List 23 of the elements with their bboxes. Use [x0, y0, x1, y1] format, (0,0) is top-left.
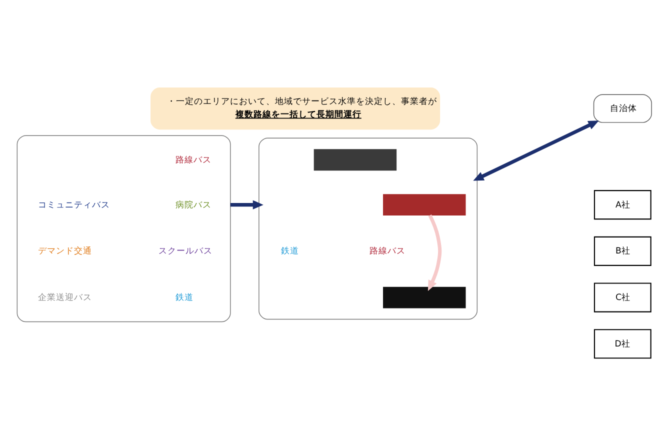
node-text: 病院バス — [175, 200, 212, 210]
node-box: ・一定のエリアにおいて、地域でサービス水準を決定し、事業者が複数路線を一括して長期間運行 — [150, 88, 440, 130]
node-text: コミュニティバス — [38, 200, 110, 210]
node-text: デマンド交通 — [38, 246, 92, 257]
arrow — [230, 200, 264, 210]
node-box — [314, 149, 397, 171]
node-box: B社 — [594, 236, 652, 266]
node-text: 鉄道 — [281, 246, 300, 257]
node-box: D社 — [594, 329, 652, 359]
node-text: 路線バス — [369, 246, 406, 257]
node-box: A社 — [594, 190, 652, 220]
node-box — [383, 194, 466, 216]
node-box: C社 — [594, 282, 652, 312]
cluster — [16, 135, 231, 322]
node-text: 鉄道 — [175, 293, 194, 304]
arrow — [473, 120, 599, 181]
arrow — [428, 214, 442, 291]
node-text: スクールバス — [158, 246, 212, 257]
node-box — [383, 286, 466, 308]
node-text: 路線バス — [175, 155, 212, 166]
cluster — [258, 138, 478, 320]
node-text: 企業送迎バス — [38, 293, 92, 304]
node-box: 自治体 — [593, 94, 652, 123]
